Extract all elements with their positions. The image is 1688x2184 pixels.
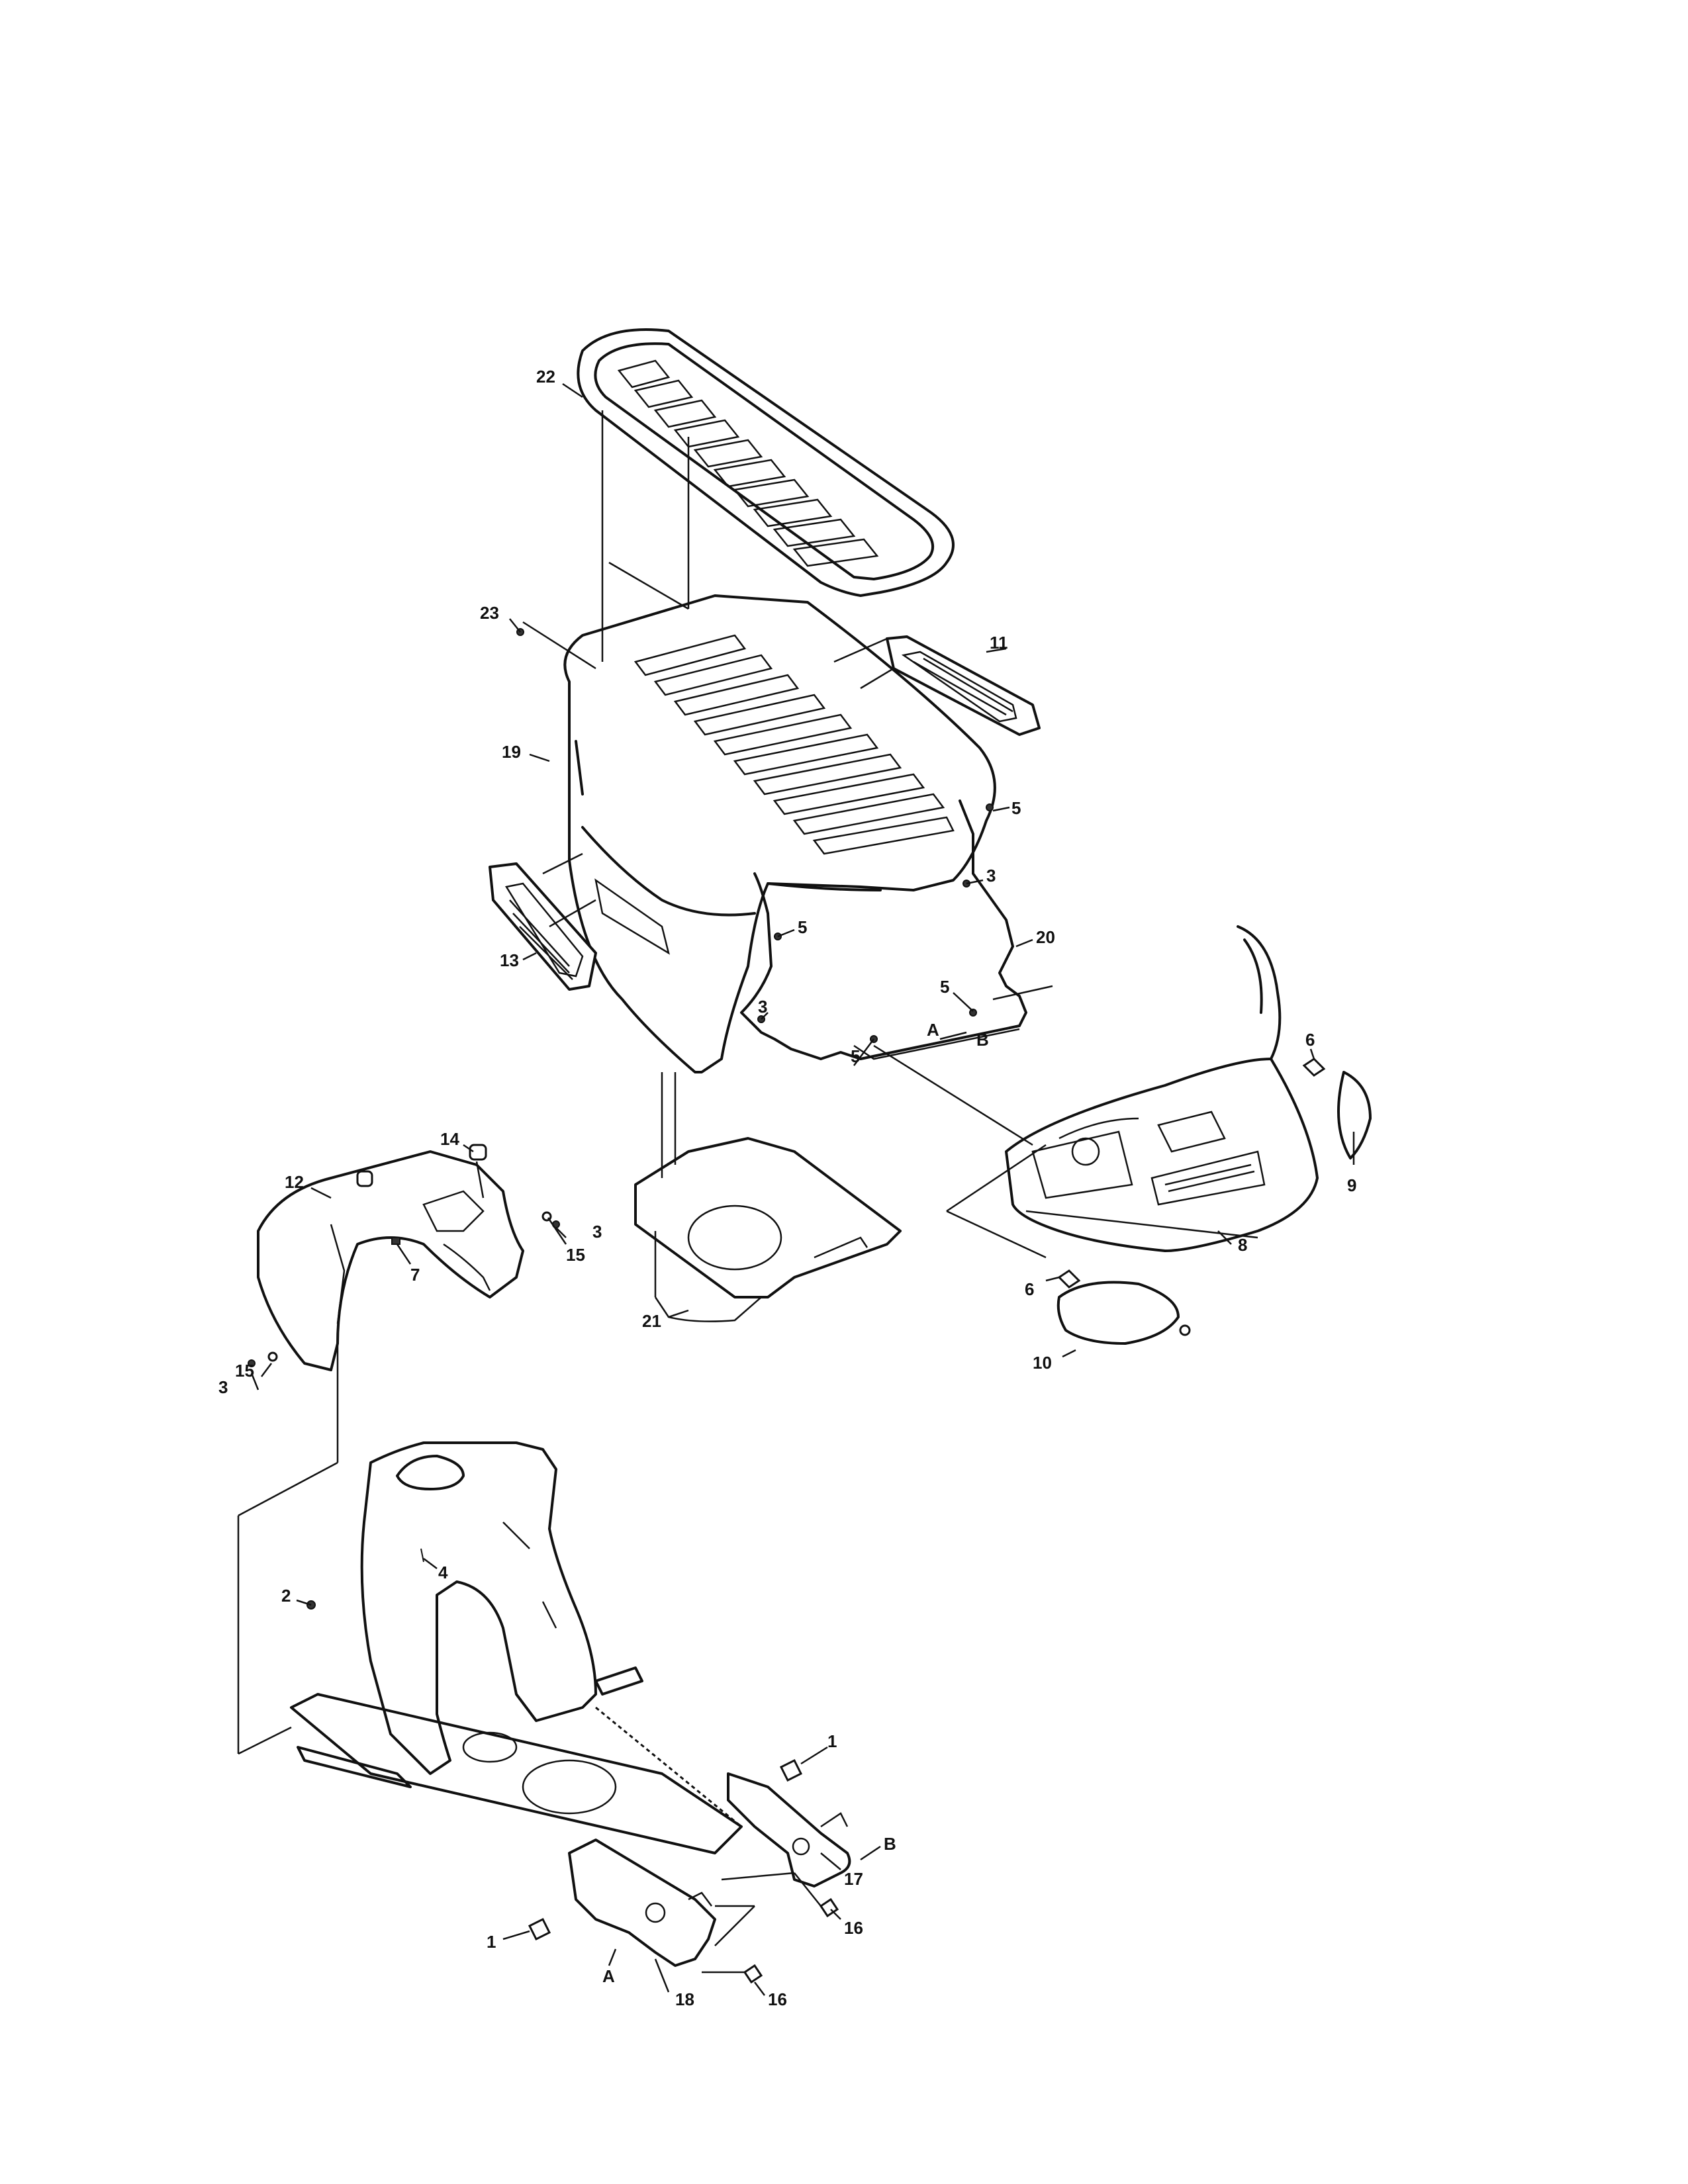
hood-body-part-19 bbox=[563, 594, 996, 1073]
hood-mount-plate-part-17 bbox=[727, 1772, 851, 1888]
callout-B-a: B bbox=[976, 1030, 989, 1050]
callout-19: 19 bbox=[502, 742, 521, 762]
callout-16-b: 16 bbox=[768, 1989, 787, 2009]
callout-15-b: 15 bbox=[235, 1361, 254, 1381]
callout-3-c: 3 bbox=[592, 1222, 602, 1242]
hardware bbox=[248, 628, 1326, 1984]
callout-2: 2 bbox=[281, 1586, 291, 1606]
callout-5-d: 5 bbox=[851, 1046, 860, 1066]
callout-21: 21 bbox=[642, 1311, 661, 1331]
callout-5-b: 5 bbox=[798, 917, 807, 937]
lens-cover-part-10 bbox=[1056, 1281, 1191, 1345]
callout-5-a: 5 bbox=[1011, 798, 1021, 818]
callout-16-a: 16 bbox=[844, 1918, 863, 1938]
hood-mount-plate-part-18 bbox=[568, 1839, 716, 1967]
front-grille-part-8 bbox=[1005, 925, 1319, 1252]
dash-panel-part-12 bbox=[257, 1150, 524, 1371]
callout-A-b: A bbox=[602, 1966, 615, 1986]
callout-8: 8 bbox=[1238, 1235, 1247, 1255]
callout-leaders bbox=[250, 383, 1355, 1996]
callout-B-b: B bbox=[884, 1834, 896, 1854]
callout-22: 22 bbox=[536, 367, 555, 387]
lens-cover-part-9 bbox=[1337, 1071, 1372, 1160]
callout-6-b: 6 bbox=[1025, 1279, 1034, 1299]
callout-23: 23 bbox=[480, 603, 499, 623]
callout-1-a: 1 bbox=[827, 1731, 837, 1751]
air-duct-part-21 bbox=[634, 1137, 902, 1322]
callout-6-a: 6 bbox=[1305, 1030, 1315, 1050]
callout-14: 14 bbox=[440, 1129, 459, 1149]
callout-12: 12 bbox=[285, 1172, 304, 1192]
callout-3-b: 3 bbox=[758, 997, 767, 1017]
callout-labels: 22 23 19 11 5 3 5 20 5 3 13 B 5 A 6 9 8 … bbox=[218, 367, 1356, 2009]
callout-15-a: 15 bbox=[566, 1245, 585, 1265]
side-grille-left-part-13 bbox=[489, 862, 597, 991]
callout-7: 7 bbox=[410, 1265, 420, 1285]
tractor-frame bbox=[290, 1441, 743, 1854]
callout-10: 10 bbox=[1033, 1353, 1052, 1373]
hood-top-grille-part-22 bbox=[577, 328, 955, 597]
assembly-lines bbox=[237, 410, 1053, 1974]
callout-13: 13 bbox=[500, 950, 519, 970]
callout-3-d: 3 bbox=[218, 1377, 228, 1397]
callout-20: 20 bbox=[1036, 927, 1055, 947]
callout-18: 18 bbox=[675, 1989, 694, 2009]
callout-4: 4 bbox=[438, 1563, 448, 1582]
callout-5-c: 5 bbox=[940, 977, 949, 997]
callout-A-a: A bbox=[927, 1020, 939, 1040]
callout-1-b: 1 bbox=[487, 1932, 496, 1952]
callout-11: 11 bbox=[990, 633, 1008, 653]
callout-3-a: 3 bbox=[986, 866, 996, 886]
callout-9: 9 bbox=[1347, 1175, 1356, 1195]
callout-17: 17 bbox=[844, 1869, 863, 1889]
